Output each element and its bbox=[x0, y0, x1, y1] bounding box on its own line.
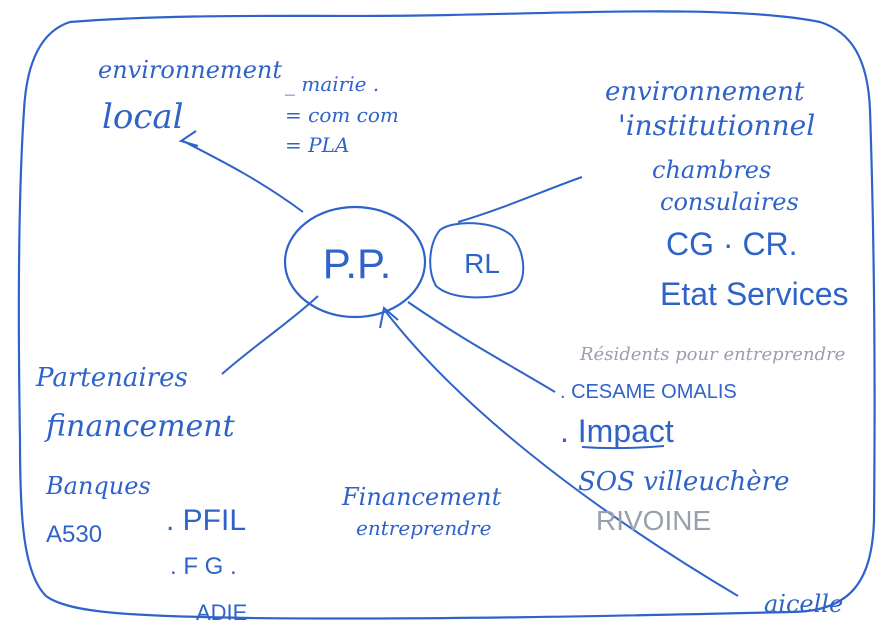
bottom-left-title-1: Partenaires bbox=[35, 363, 188, 393]
center-node bbox=[283, 205, 427, 319]
top-right-title-1: environnement bbox=[605, 77, 805, 107]
top-right-etat-services: Etat Services bbox=[660, 276, 849, 312]
right-item-cesame: . CESAME OMALIS bbox=[560, 381, 737, 403]
top-left-title-1: environnement bbox=[98, 56, 282, 84]
top-left-title-2: local bbox=[102, 97, 184, 137]
right-pencil-rivoine: RIVOINE bbox=[596, 505, 711, 536]
right-item-impact: . Impact bbox=[560, 413, 674, 449]
connector-bottom-left bbox=[221, 295, 319, 375]
top-left-item-mairie: _ mairie . bbox=[285, 72, 379, 96]
top-right-title-2: 'institutionnel bbox=[618, 109, 815, 142]
bottom-left-item-adie: ADIE bbox=[196, 600, 247, 625]
bottom-center-line-2: entreprendre bbox=[356, 516, 491, 540]
impact-underline bbox=[581, 445, 665, 450]
top-left-item-pla: = PLA bbox=[285, 133, 349, 157]
right-pencil-note: Résidents pour entreprendre bbox=[579, 344, 845, 365]
connector-aicelle bbox=[385, 311, 739, 597]
top-right-cg-cr: CG · CR. bbox=[666, 226, 798, 262]
arrowhead-top-left bbox=[178, 130, 199, 147]
bottom-left-item-pfil: . PFIL bbox=[166, 504, 246, 537]
bottom-center-line-1: Financement bbox=[341, 483, 502, 511]
outer-frame bbox=[17, 10, 876, 620]
top-left-item-comcom: = com com bbox=[285, 103, 399, 127]
bottom-right-label: aicelle bbox=[764, 590, 843, 618]
connector-top-right bbox=[457, 176, 583, 223]
rl-label: RL bbox=[464, 248, 500, 279]
center-label: P.P. bbox=[323, 240, 392, 287]
connector-top-left bbox=[182, 140, 304, 213]
connector-bottom-right bbox=[407, 301, 556, 393]
bottom-left-a530: A530 bbox=[46, 521, 102, 548]
top-right-consulaires: consulaires bbox=[660, 188, 799, 216]
top-right-chambres: chambres bbox=[652, 156, 771, 184]
rl-node bbox=[429, 222, 525, 299]
arrowhead-aicelle bbox=[379, 306, 399, 329]
right-item-sos: SOS villeuchère bbox=[578, 467, 789, 497]
bottom-left-item-fg: . F G . bbox=[170, 553, 237, 580]
bottom-left-title-2: financement bbox=[44, 409, 236, 444]
bottom-left-banques: Banques bbox=[45, 472, 151, 500]
